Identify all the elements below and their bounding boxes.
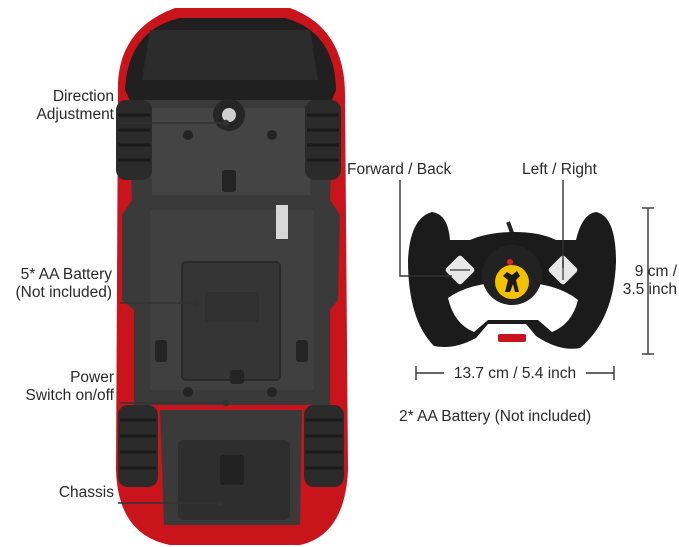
battery-label: 5* AA Battery (Not included) — [15, 266, 113, 301]
left-right-label: Left / Right — [522, 161, 597, 178]
front-right-wheel — [305, 100, 341, 180]
front-left-wheel — [116, 100, 152, 180]
height-dimension-label: 9 cm / 3.5 inch — [622, 263, 677, 298]
controller-battery-label: 2* AA Battery (Not included) — [399, 408, 592, 425]
direction-adjustment-label: Direction Adjustment — [36, 88, 114, 123]
width-dimension-label: 13.7 cm / 5.4 inch — [453, 365, 577, 382]
forward-back-leader-line — [399, 180, 452, 277]
rear-left-wheel — [118, 405, 158, 487]
forward-back-label: Forward / Back — [347, 161, 452, 178]
rear-right-wheel — [304, 405, 344, 487]
prancing-horse-icon — [503, 271, 520, 292]
brand-label — [498, 334, 526, 342]
forward-back-button[interactable] — [444, 254, 475, 285]
power-switch-label: Power Switch on/off — [25, 369, 114, 404]
chassis-label: Chassis — [58, 484, 114, 501]
